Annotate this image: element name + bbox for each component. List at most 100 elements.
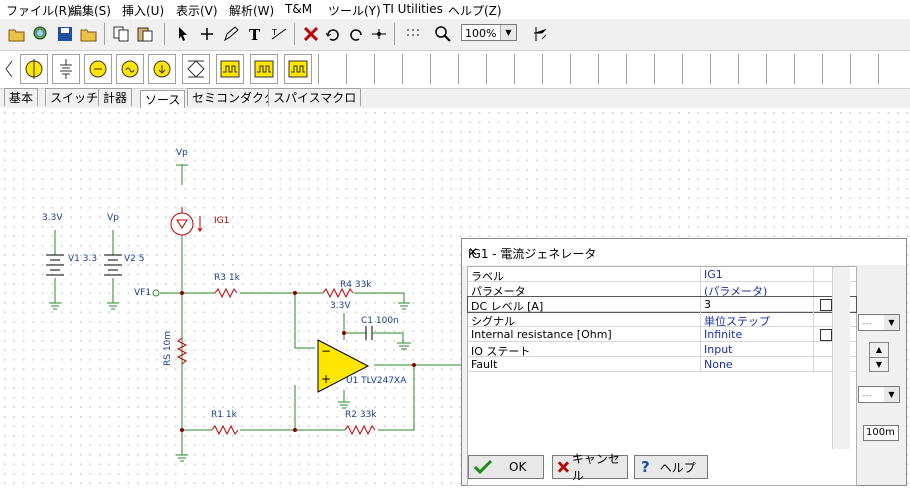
schematic-drawing: − + (46, 164, 464, 462)
chevron-left-icon[interactable] (2, 54, 16, 84)
label-v1-name: V1 3.3 (68, 254, 98, 264)
internal-resistance-checkbox[interactable] (820, 329, 832, 341)
label-ig1: IG1 (214, 216, 230, 226)
dialog-title: IG1 - 電流ジェネレータ (468, 247, 597, 261)
cancel-x-icon (557, 461, 569, 473)
label-vf1: VF1 (134, 288, 152, 298)
chevron-down-icon[interactable]: ▼ (875, 360, 883, 369)
property-row-parameters[interactable]: パラメータ(パラメータ) (468, 282, 856, 298)
palette-tabs: 基本 スイッチ 計器 ソース セミコンダクタ スパイスマクロ (0, 88, 910, 108)
zoom-icon[interactable] (432, 23, 454, 45)
close-icon[interactable]: ✕ (468, 245, 479, 259)
palette-battery[interactable] (52, 54, 80, 84)
wire-tool-icon[interactable] (196, 23, 218, 45)
label-u1: U1 TLV247XA (346, 376, 407, 386)
zoom-value: 100% (465, 27, 497, 40)
label-vp-top: Vp (176, 148, 188, 158)
palette-current-source[interactable] (84, 54, 112, 84)
junction-icon[interactable] (368, 23, 390, 45)
open-icon[interactable] (6, 23, 28, 45)
zoom-select[interactable]: 100%▼ (461, 24, 517, 41)
menu-bar: ファイル(R) 編集(S) 挿入(U) 表示(V) 解析(W) T&M ツール(… (0, 0, 910, 19)
label-rs: RS 10m (163, 330, 173, 366)
chevron-down-icon: ▼ (500, 25, 516, 40)
text-tool-icon[interactable]: T (244, 23, 266, 45)
menu-ti-utilities[interactable]: TI Utilities (383, 2, 443, 16)
tab-switch[interactable]: スイッチ (45, 88, 104, 106)
label-c1: C1 100n (361, 316, 399, 326)
search-web-icon[interactable] (30, 23, 52, 45)
palette-function-generator[interactable] (250, 54, 278, 84)
palette-controlled-source[interactable] (148, 54, 176, 84)
menu-insert[interactable]: 挿入(U) (122, 4, 165, 18)
svg-text:T: T (271, 28, 277, 37)
palette-voltage-source[interactable] (20, 54, 48, 84)
grid-icon[interactable] (402, 23, 424, 45)
palette-ac-source[interactable] (116, 54, 144, 84)
help-button[interactable]: ? ヘルプ (634, 455, 708, 479)
menu-view[interactable]: 表示(V) (176, 4, 218, 18)
side-select-1[interactable]: ---▼ (858, 314, 900, 331)
tab-spice-macros[interactable]: スパイスマクロ (268, 88, 362, 106)
dialog-titlebar: IG1 - 電流ジェネレータ ✕ (462, 239, 906, 265)
label-v2-name: V2 5 (124, 254, 145, 264)
dc-level-checkbox[interactable] (820, 299, 832, 311)
redo-icon[interactable] (345, 23, 367, 45)
menu-help[interactable]: ヘルプ(Z) (448, 4, 502, 18)
menu-tools[interactable]: ツール(Y) (328, 4, 381, 18)
probe-icon[interactable] (530, 23, 552, 45)
label-v1-value: 3.3V (42, 213, 63, 223)
net-label-icon[interactable]: T (268, 23, 290, 45)
tab-meters[interactable]: 計器 (98, 88, 133, 106)
menu-tm[interactable]: T&M (285, 2, 313, 16)
label-r4-voltage: 3.3V (330, 301, 351, 311)
folder-icon[interactable] (78, 23, 100, 45)
svg-text:−: − (321, 344, 331, 358)
property-row-internal-resistance[interactable]: Internal resistance [Ohm]Infinite (468, 327, 856, 342)
property-row-dc-level[interactable]: DC レベル [A]3 (467, 296, 857, 313)
paste-icon[interactable] (134, 23, 156, 45)
tab-sources[interactable]: ソース (140, 90, 186, 108)
chevron-down-icon: ▼ (884, 387, 899, 402)
undo-icon[interactable] (322, 23, 344, 45)
dc-level-input[interactable]: 3 (704, 298, 711, 311)
label-r2: R2 33k (345, 410, 377, 420)
svg-text:T: T (249, 26, 261, 43)
pen-icon[interactable] (220, 23, 242, 45)
side-spinner[interactable]: ▲ ▼ (869, 342, 889, 372)
svg-text:+: + (321, 372, 331, 386)
menu-edit[interactable]: 編集(S) (70, 4, 111, 18)
tab-basic[interactable]: 基本 (4, 88, 39, 106)
chevron-down-icon: ▼ (884, 315, 899, 330)
toolbar: T T (0, 20, 910, 49)
menu-file[interactable]: ファイル(R) (6, 4, 72, 18)
help-question-icon: ? (641, 458, 650, 476)
copy-icon[interactable] (110, 23, 132, 45)
ok-button[interactable]: OK (468, 455, 544, 479)
side-value-input[interactable]: 100m (863, 425, 899, 441)
tab-semiconductors[interactable]: セミコンダクタ (187, 88, 281, 106)
property-grid-scrollbar[interactable] (832, 267, 850, 449)
label-r3: R3 1k (214, 273, 240, 283)
label-v2-value: Vp (107, 213, 119, 223)
property-row-signal[interactable]: シグナル単位ステップ (468, 312, 856, 328)
delete-icon[interactable] (300, 23, 322, 45)
chevron-up-icon[interactable]: ▲ (870, 343, 888, 358)
label-r1: R1 1k (211, 410, 237, 420)
cancel-button[interactable]: キャンセル (552, 452, 628, 483)
label-r4: R4 33k (340, 280, 372, 290)
save-icon[interactable] (54, 23, 76, 45)
side-select-2[interactable]: ---▼ (858, 386, 900, 403)
palette-pulse-generator[interactable] (216, 54, 244, 84)
component-palette (0, 50, 910, 89)
palette-dependent-source[interactable] (182, 54, 210, 84)
checkmark-icon (473, 459, 493, 475)
menu-analysis[interactable]: 解析(W) (229, 4, 275, 18)
palette-digital-generator[interactable] (284, 54, 312, 84)
select-arrow-icon[interactable] (172, 23, 194, 45)
